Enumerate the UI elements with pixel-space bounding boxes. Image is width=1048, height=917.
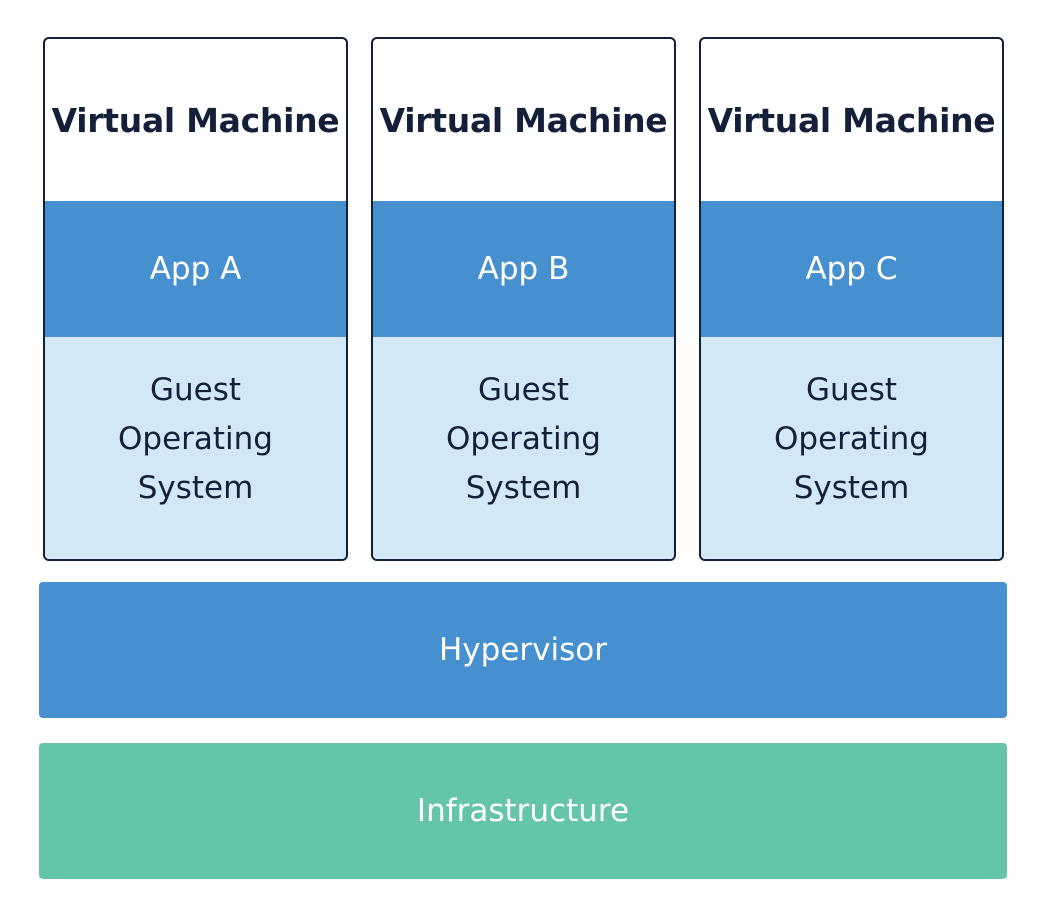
- hypervisor-label: Hypervisor: [439, 632, 607, 668]
- guest-os-line: Operating: [118, 420, 273, 457]
- virtual-machine-c: Virtual Machine App C Guest Operating Sy…: [699, 37, 1004, 561]
- guest-os-layer: Guest Operating System: [45, 337, 346, 559]
- guest-os-line: System: [793, 469, 910, 506]
- virtual-machine-b: Virtual Machine App B Guest Operating Sy…: [371, 37, 676, 561]
- app-a-layer: App A: [45, 201, 346, 337]
- guest-os-line: System: [465, 469, 582, 506]
- app-b-layer: App B: [373, 201, 674, 337]
- vm-title: Virtual Machine: [51, 100, 340, 140]
- vm-title: Virtual Machine: [379, 100, 668, 140]
- vm-title: Virtual Machine: [707, 100, 996, 140]
- infrastructure-layer: Infrastructure: [39, 743, 1007, 879]
- virtual-machine-a: Virtual Machine App A Guest Operating Sy…: [43, 37, 348, 561]
- hypervisor-layer: Hypervisor: [39, 582, 1007, 718]
- guest-os-line: Guest: [805, 371, 898, 408]
- guest-os-line: Guest: [477, 371, 570, 408]
- guest-os-layer: Guest Operating System: [701, 337, 1002, 559]
- guest-os-layer: Guest Operating System: [373, 337, 674, 559]
- guest-os-line: Guest: [149, 371, 242, 408]
- guest-os-line: System: [137, 469, 254, 506]
- app-c-layer: App C: [701, 201, 1002, 337]
- guest-os-line: Operating: [446, 420, 601, 457]
- infrastructure-label: Infrastructure: [416, 793, 630, 829]
- guest-os-line: Operating: [774, 420, 929, 457]
